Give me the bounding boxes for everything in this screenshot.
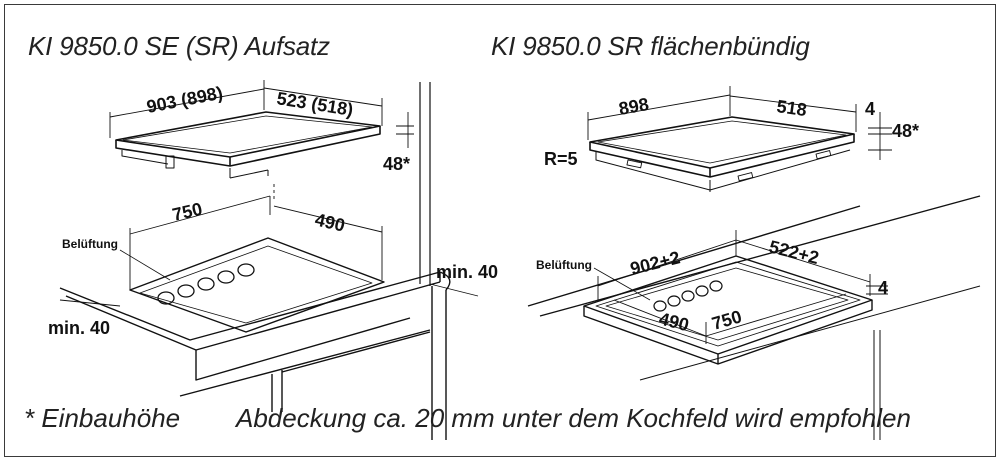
right-radius: R=5: [544, 149, 578, 169]
left-hob: [115, 111, 381, 179]
left-min-arrows: [59, 283, 479, 307]
right-dim-height: 48*: [892, 121, 919, 141]
right-dimensions: [587, 86, 892, 160]
left-dim-height: 48*: [383, 154, 410, 174]
left-min-side: min. 40: [436, 262, 498, 282]
title-right: KI 9850.0 SR flächenbündig: [491, 31, 810, 61]
right-hob: [589, 116, 855, 192]
right-dim-depth: 518: [775, 96, 808, 120]
left-ventilation-label: Belüftung: [62, 237, 118, 251]
left-cutout-width: 750: [170, 199, 204, 225]
right-cutout-depth: 490: [657, 308, 691, 335]
footnote-cover-recommendation: Abdeckung ca. 20 mm unter dem Kochfeld w…: [236, 403, 911, 433]
left-worktop: [59, 82, 451, 440]
right-dim-top: 4: [865, 99, 875, 119]
right-recess-width: 902+2: [628, 247, 682, 279]
left-min-front: min. 40: [48, 318, 110, 338]
right-recess-dims: [597, 230, 888, 344]
left-dim-width: 903 (898): [145, 83, 224, 117]
left-vent-holes: [119, 249, 255, 305]
right-recess-step: 4: [878, 278, 888, 298]
footnote-installation-height: * Einbauhöhe: [24, 403, 181, 433]
diagram-frame: [4, 4, 996, 457]
right-vent-holes: [593, 267, 723, 312]
right-dim-width: 898: [617, 94, 650, 119]
right-cutout-width: 750: [710, 306, 744, 334]
title-left: KI 9850.0 SE (SR) Aufsatz: [28, 31, 330, 61]
left-cutout-depth: 490: [313, 209, 347, 235]
right-ventilation-label: Belüftung: [536, 258, 592, 272]
left-dimensions: [109, 80, 414, 290]
right-worktop: [527, 195, 981, 440]
